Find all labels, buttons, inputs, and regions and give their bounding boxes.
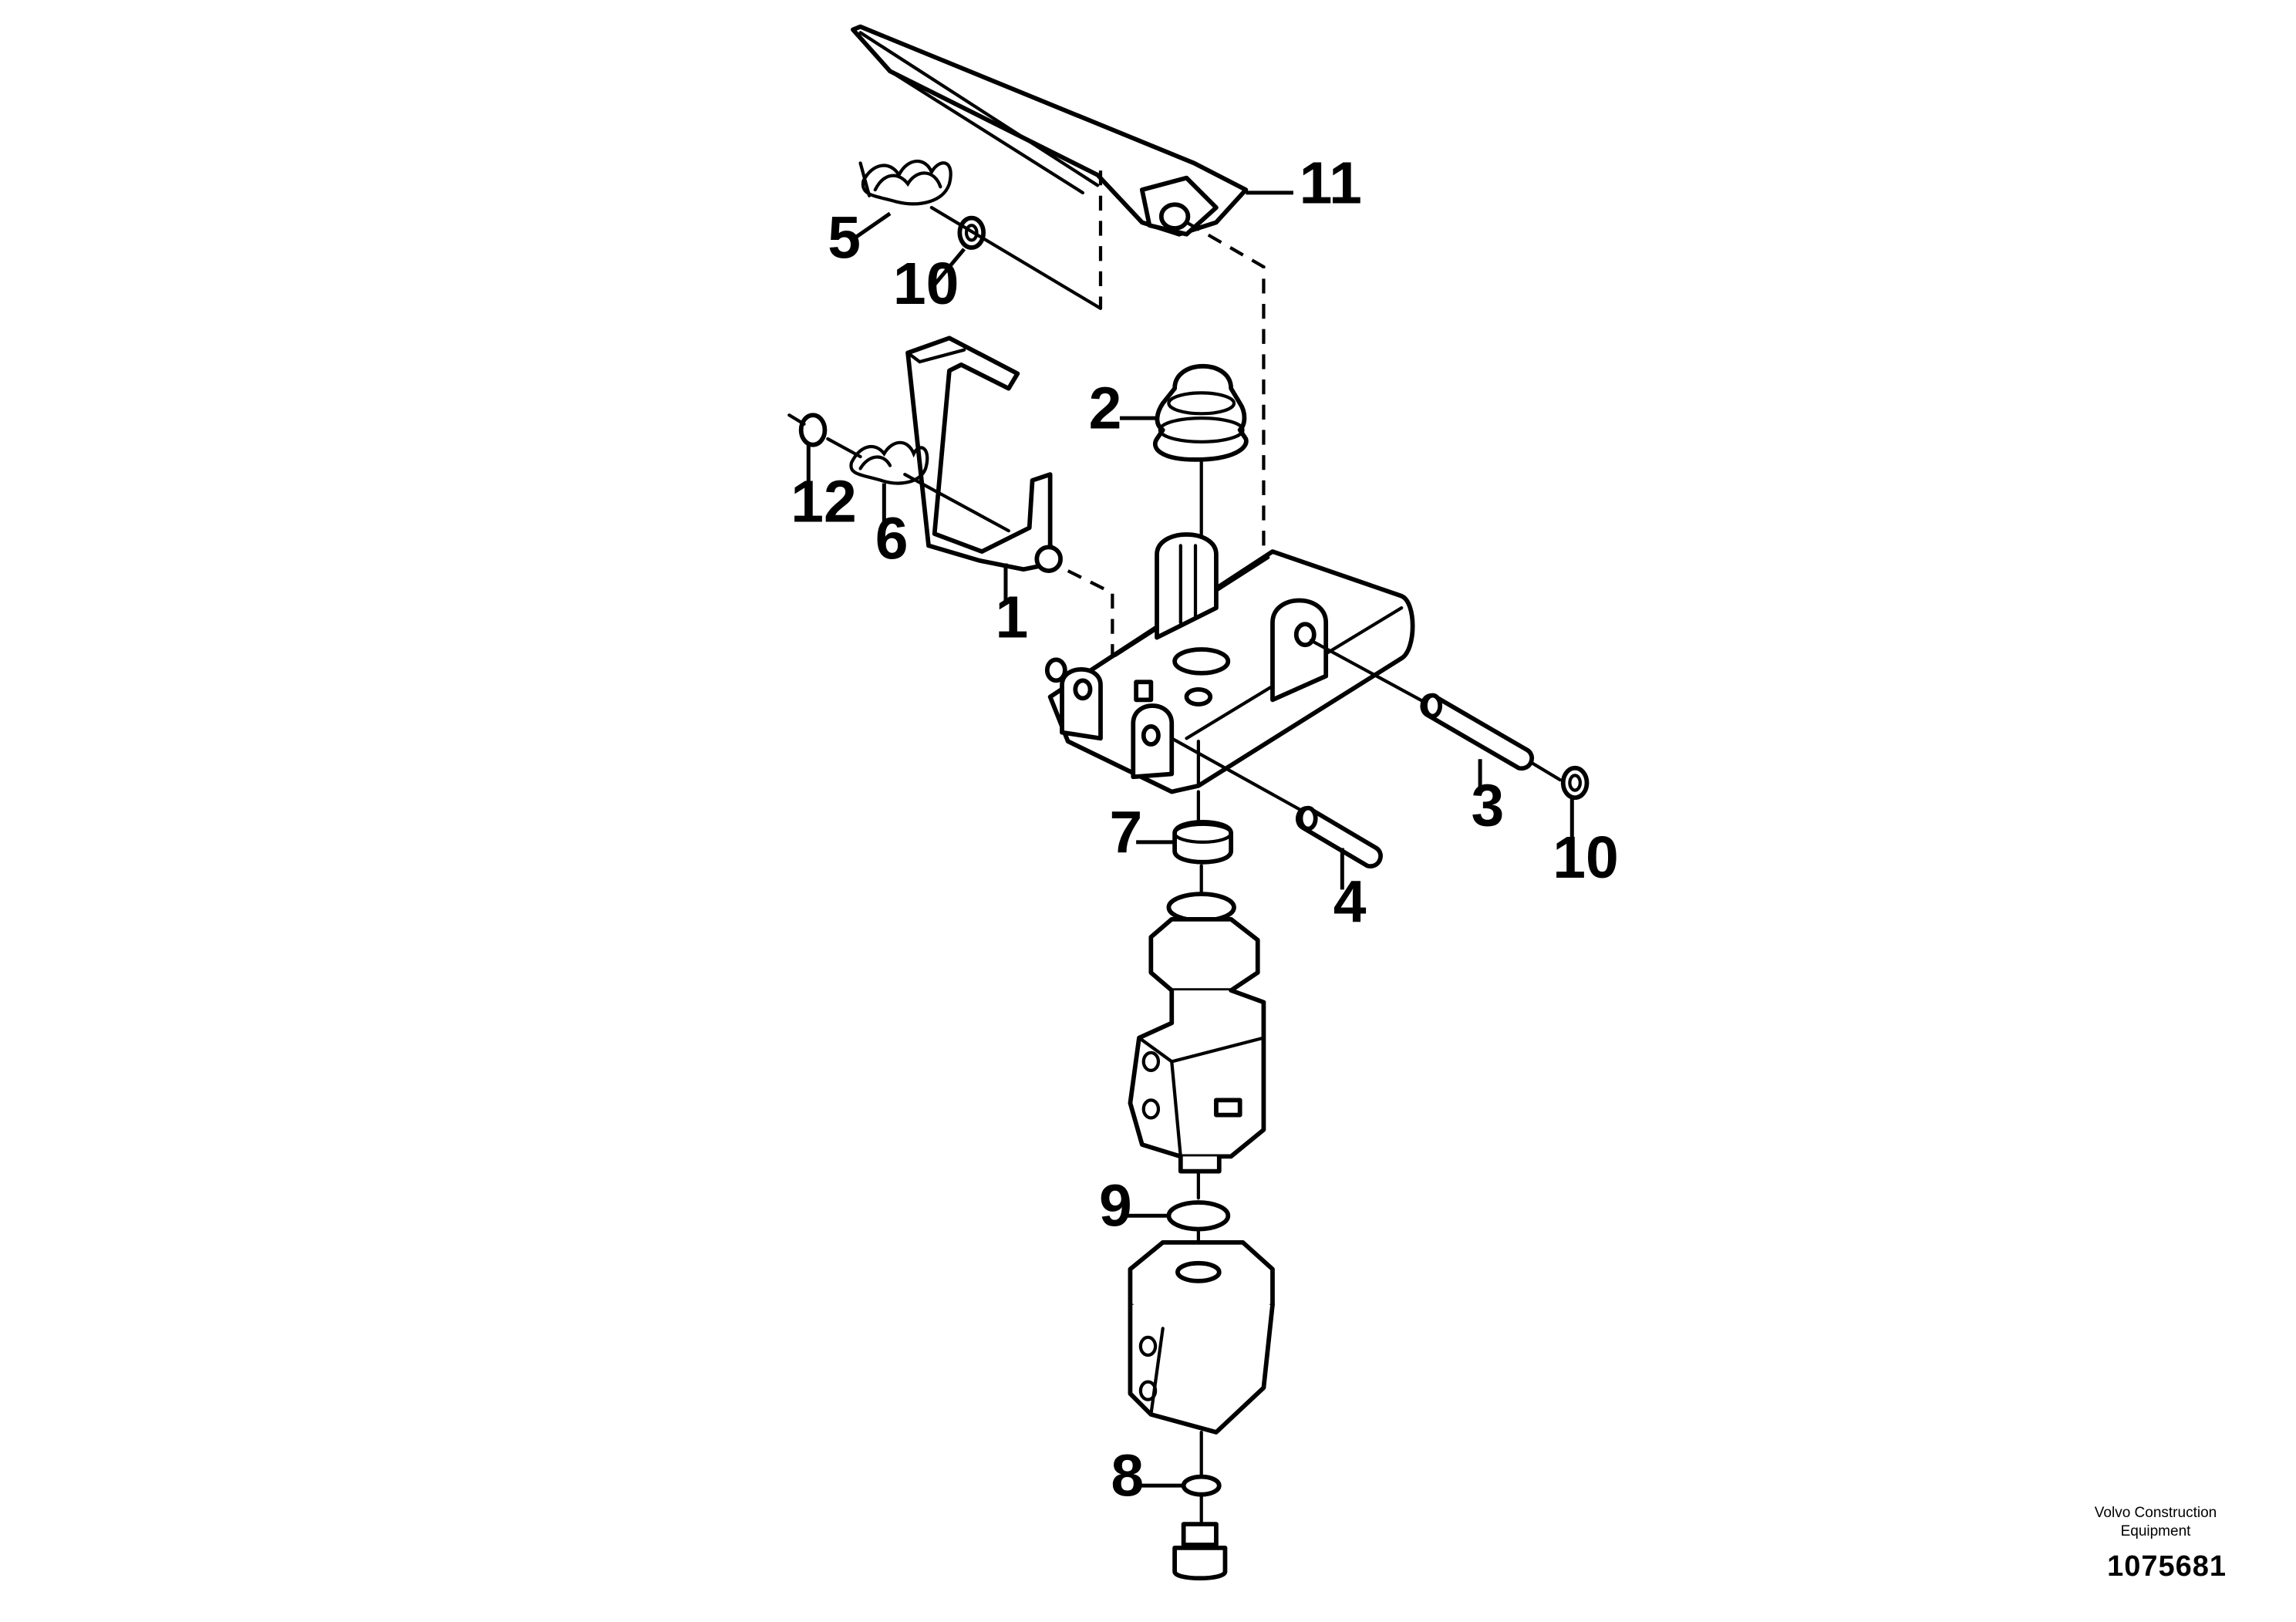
o-ring-large [1166, 1200, 1231, 1232]
brand-label: Volvo Construction Equipment [2094, 1505, 2217, 1539]
callout-12: 12 [791, 469, 857, 535]
pedal-bracket [1044, 532, 1415, 794]
pedal-pad [851, 24, 1249, 237]
rubber-boot [1153, 364, 1249, 462]
o-ring-small [1181, 1474, 1222, 1497]
callout-2: 2 [1089, 376, 1122, 442]
washer-right [1560, 765, 1590, 801]
torsion-spring-upper [858, 159, 952, 206]
leader-lines [806, 191, 1574, 1488]
callout-9: 9 [1099, 1173, 1132, 1239]
callout-10-upper: 10 [893, 251, 959, 317]
document-number: 1075681 [2107, 1550, 2227, 1583]
callout-8: 8 [1111, 1443, 1144, 1509]
plug [1172, 1522, 1228, 1581]
circlip [798, 413, 828, 447]
callout-5: 5 [828, 204, 861, 271]
callout-6: 6 [875, 506, 909, 572]
valve-body [1128, 892, 1266, 1174]
seal-ring [1172, 820, 1234, 865]
callout-7: 7 [1110, 799, 1143, 865]
torsion-spring-lower [849, 440, 929, 485]
pivot-pin-short [1296, 805, 1383, 868]
callout-3: 3 [1472, 773, 1505, 839]
callout-4: 4 [1333, 869, 1367, 936]
pedal-lever [905, 336, 1063, 573]
callout-11: 11 [1300, 150, 1362, 216]
callout-1: 1 [996, 585, 1029, 651]
pivot-pin-long [1420, 693, 1534, 771]
callout-10-lower: 10 [1553, 824, 1619, 891]
mounting-block [1128, 1240, 1275, 1435]
